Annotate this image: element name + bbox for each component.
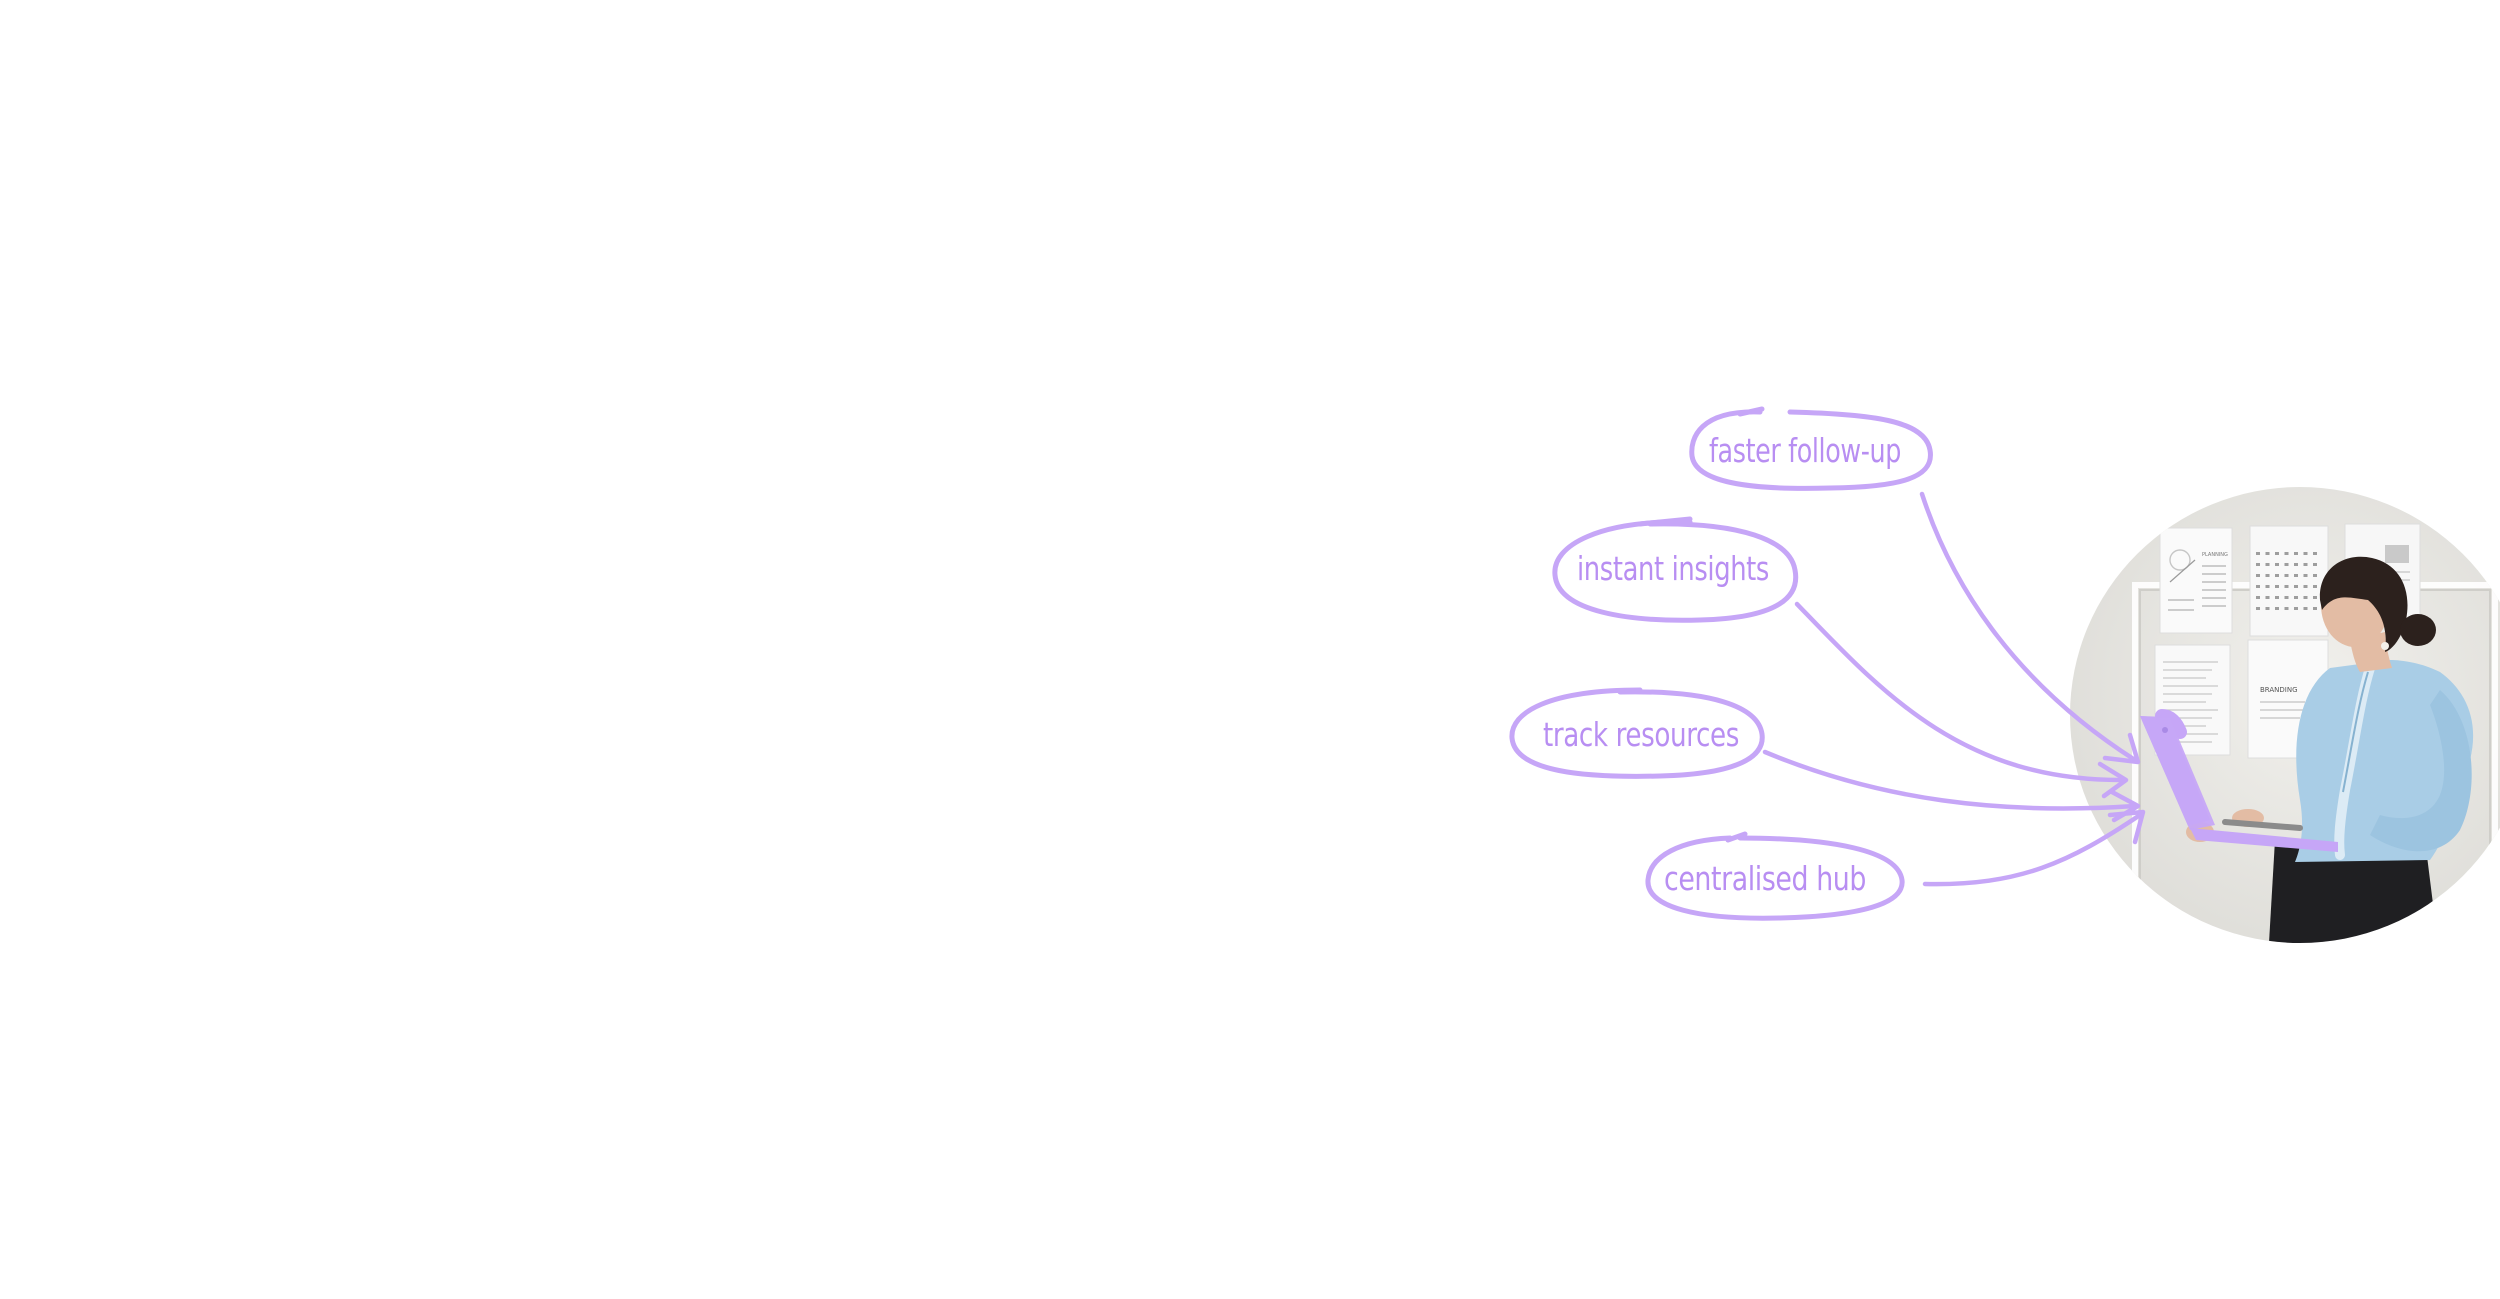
arrow-centralised-hub [1922, 809, 2146, 887]
calendar-cell [2265, 563, 2270, 566]
calendar-cell [2275, 607, 2279, 610]
calendar-cell [2284, 585, 2289, 588]
calendar-cell [2265, 574, 2270, 577]
hair [2319, 556, 2408, 652]
calendar-cell [2265, 585, 2270, 588]
calendar-cell [2303, 585, 2308, 588]
laptop [2140, 709, 2338, 852]
calendar-cell [2284, 552, 2289, 555]
hand-drawn-arrow-icon [1922, 812, 2143, 887]
calendar-cell [2256, 607, 2260, 610]
arm [2370, 690, 2472, 852]
hand-drawn-oval-icon [1509, 687, 1765, 779]
label-instant-insights: instant insights [1577, 549, 1769, 588]
calendar-cell [2313, 607, 2317, 610]
hand-drawn-arrow-icon [1762, 749, 2138, 811]
calendar-cell [2256, 596, 2260, 599]
calendar-cell [2294, 574, 2298, 577]
calendar-grid [2256, 552, 2317, 610]
calendar-cell [2313, 596, 2317, 599]
calendar-cell [2275, 596, 2279, 599]
calendar-cell [2294, 552, 2298, 555]
label-track-resources: track resources [1543, 715, 1739, 754]
calendar-cell [2294, 585, 2298, 588]
calendar-cell [2303, 552, 2308, 555]
calendar-cell [2275, 563, 2279, 566]
hand-drawn-oval-icon [1689, 409, 1933, 491]
hand-drawn-arrow-icon [1794, 601, 2123, 783]
hand-drawn-oval-icon [1645, 835, 1905, 921]
calendar-cell [2303, 563, 2308, 566]
label-centralised-hub: centralised hub [1664, 859, 1866, 898]
calendar-cell [2256, 574, 2260, 577]
calendar-cell [2275, 552, 2279, 555]
calendar-cell [2256, 552, 2260, 555]
calendar-cell [2294, 596, 2298, 599]
calendar-cell [2265, 552, 2270, 555]
calendar-cell [2284, 596, 2289, 599]
calendar-cell [2303, 574, 2308, 577]
calendar-cell [2284, 607, 2289, 610]
calendar-cell [2265, 596, 2270, 599]
calendar-cell [2284, 563, 2289, 566]
calendar-cell [2313, 552, 2317, 555]
photo-circle: PLANNING [2070, 487, 2500, 943]
arrow-faster-follow-up [1919, 491, 2141, 765]
laptop-base [2190, 828, 2338, 852]
calendar-cell [2284, 574, 2289, 577]
calendar-cell [2303, 596, 2308, 599]
calendar-cell [2294, 607, 2298, 610]
calendar-cell [2303, 607, 2308, 610]
bubble-track-resources [1509, 687, 1765, 779]
hair-bun [2400, 614, 2436, 646]
paper-heading-planning: PLANNING [2202, 552, 2228, 558]
bubble-instant-insights [1552, 516, 1799, 623]
calendar-cell [2275, 585, 2279, 588]
paper-heading-branding: BRANDING [2260, 686, 2298, 694]
calendar-cell [2256, 585, 2260, 588]
calendar-cell [2294, 563, 2298, 566]
bubble-centralised-hub [1645, 831, 1905, 921]
bubble-faster-follow-up [1689, 406, 1933, 491]
calendar-cell [2313, 574, 2317, 577]
paper-calendar [2249, 525, 2329, 637]
calendar-cell [2256, 563, 2260, 566]
label-faster-follow-up: faster follow-up [1709, 431, 1901, 470]
calendar-cell [2265, 607, 2270, 610]
calendar-cell [2313, 585, 2317, 588]
calendar-cell [2275, 574, 2279, 577]
hand-drawn-oval-icon [1552, 519, 1799, 623]
hand-drawn-arrow-icon [1919, 491, 2138, 763]
calendar-cell [2313, 563, 2317, 566]
